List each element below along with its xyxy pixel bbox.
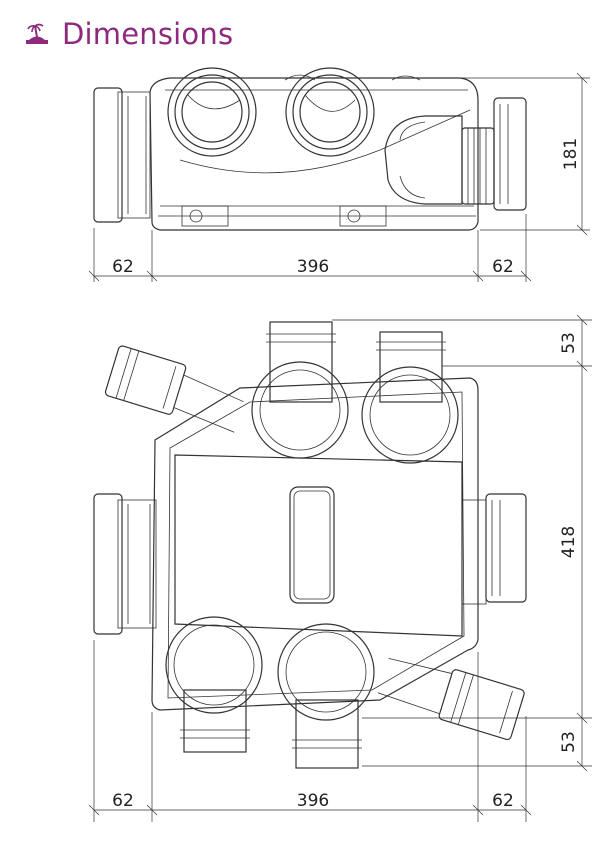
bottom-left-offset-label: 62	[112, 791, 134, 811]
top-view-unit	[93, 67, 527, 231]
top-view-dimensions	[88, 72, 590, 282]
bottom-body-width-label: 396	[297, 791, 329, 811]
page-title: Dimensions	[62, 17, 234, 51]
bottom-view-unit	[93, 321, 527, 769]
bottom-right-offset-label: 62	[492, 791, 514, 811]
top-right-offset-label: 62	[492, 257, 514, 277]
section-header: Dimensions	[24, 14, 233, 54]
top-body-width-label: 396	[297, 257, 329, 277]
top-spigot-label: 53	[559, 332, 579, 354]
bottom-view-dimensions	[88, 314, 592, 822]
top-height-label: 181	[561, 138, 581, 170]
sunset-island-icon	[24, 22, 50, 46]
bottom-spigot-label: 53	[559, 731, 579, 753]
body-height-label: 418	[559, 526, 579, 558]
top-left-offset-label: 62	[112, 257, 134, 277]
